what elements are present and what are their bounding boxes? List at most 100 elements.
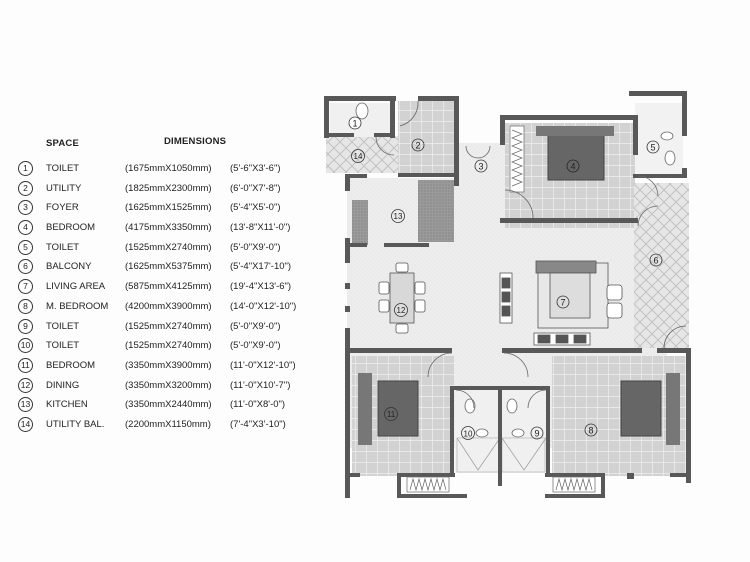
room-number-badge: 4 [18,220,33,236]
dimensions-column-header: DIMENSIONS [164,136,227,147]
room-label-3: 3 [474,159,488,173]
dimension-mm: (1525mmX2740mm) [125,241,212,253]
room-label-11: 11 [384,407,398,421]
legend-row: 3 FOYER (1625mmX1525mm) (5'-4"X5'-0") [18,199,318,219]
dimension-mm: (3350mmX2440mm) [125,399,212,411]
svg-text:14: 14 [354,152,363,161]
dimension-ft: (6'-0"X7'-8") [230,182,281,194]
room-name: UTILITY BAL. [46,418,105,430]
room-number-badge: 3 [18,200,33,216]
room-name: LIVING AREA [46,281,106,293]
room-name: TOILET [46,241,80,253]
room-number-badge: 5 [18,239,33,255]
svg-text:2: 2 [415,141,420,151]
svg-text:12: 12 [397,306,406,315]
svg-text:1: 1 [352,119,357,129]
utility-balcony-floor [326,136,398,173]
dimension-mm: (1625mmX5375mm) [125,261,212,273]
room-label-10: 10 [461,426,475,440]
room-label-6: 6 [649,253,663,267]
dimension-mm: (1525mmX2740mm) [125,340,212,352]
svg-text:9: 9 [534,429,539,439]
legend-row: 10 TOILET (1525mmX2740mm) (5'-0"X9'-0") [18,337,318,357]
dimension-mm: (1525mmX2740mm) [125,320,212,332]
room-number-badge: 6 [18,259,33,275]
dimension-ft: (5'-6"X3'-6") [230,163,281,174]
room-label-5: 5 [646,140,660,154]
bed-icon [358,126,680,445]
legend-row: 14 UTILITY BAL. (2200mmX1150mm) (7'-4"X3'-1… [18,416,318,436]
room-number-badge: 12 [18,377,33,393]
room-name: UTILITY [46,182,82,194]
dimension-mm: (4200mmX3900mm) [125,300,212,312]
room-number-badge: 1 [18,161,33,176]
svg-text:6: 6 [653,256,658,266]
dimension-ft: (13'-8"X11'-0") [230,222,291,234]
room-name: DINING [46,379,80,391]
space-column-header: SPACE [46,138,80,149]
room-name: KITCHEN [46,399,88,411]
room-label-4: 4 [566,159,580,173]
room-name: BEDROOM [46,359,96,371]
room-name: TOILET [46,320,80,332]
room-name: M. BEDROOM [46,300,109,312]
svg-text:8: 8 [588,426,593,436]
dimension-ft: (7'-4"X3'-10") [230,418,286,430]
room-name: TOILET [46,340,80,352]
sofa-set-icon [499,260,623,346]
dimension-mm: (2200mmX1150mm) [125,418,211,430]
svg-text:5: 5 [650,143,655,153]
room-label-14: 14 [351,149,365,163]
room-name: BALCONY [46,261,92,273]
room-number-badge: 8 [18,298,33,314]
room-number-badge: 14 [18,416,33,432]
dimension-ft: (14'-0"X12'-10") [230,300,297,312]
room-label-9: 9 [530,426,544,440]
dimension-ft: (5'-4"X5'-0") [230,202,281,214]
dimension-ft: (11'-0"X10'-7") [230,379,291,391]
floor-plan: 1 2 3 4 5 6 7 8 9 10 11 12 13 14 [322,88,694,503]
svg-text:4: 4 [570,162,575,172]
svg-text:11: 11 [387,410,396,419]
room-label-2: 2 [411,138,425,152]
dimension-mm: (1675mmX1050mm) [125,163,212,174]
legend-row: 5 TOILET (1525mmX2740mm) (5'-0"X9'-0") [18,239,318,259]
legend-row: 12 DINING (3350mmX3200mm) (11'-0"X10'-7") [18,377,318,397]
room-name: BEDROOM [46,222,96,234]
legend-header: SPACE DIMENSIONS [18,132,318,160]
dimension-ft: (5'-0"X9'-0") [230,340,281,352]
room-number-badge: 9 [18,318,33,334]
dimension-mm: (1825mmX2300mm) [125,182,212,194]
room-number-badge: 11 [18,357,33,373]
dimension-mm: (5875mmX4125mm) [125,281,212,293]
dimension-ft: (11'-0"X12'-10") [230,359,296,371]
room-number-badge: 7 [18,279,33,295]
legend-row: 4 BEDROOM (4175mmX3350mm) (13'-8"X11'-0") [18,219,318,239]
room-number-badge: 10 [18,338,33,354]
dimension-ft: (5'-0"X9'-0") [230,241,281,253]
room-name: TOILET [46,163,80,174]
dimension-mm: (1625mmX1525mm) [125,202,212,214]
room-number-badge: 13 [18,397,33,413]
room-name: FOYER [46,202,79,214]
svg-text:10: 10 [464,430,473,439]
room-label-12: 12 [394,303,408,317]
dimension-ft: (5'-4"X17'-10") [230,261,292,273]
legend-row: 1 TOILET (1675mmX1050mm) (5'-6"X3'-6") [18,160,318,180]
legend-row: 11 BEDROOM (3350mmX3900mm) (11'-0"X12'-10") [18,357,318,377]
dimension-mm: (3350mmX3200mm) [125,379,212,391]
dimension-ft: (5'-0"X9'-0") [230,320,281,332]
dimension-mm: (3350mmX3900mm) [125,359,212,371]
legend-row: 7 LIVING AREA (5875mmX4125mm) (19'-4"X13'-6… [18,278,318,298]
legend-row: 8 M. BEDROOM (4200mmX3900mm) (14'-0"X12'-10… [18,298,318,318]
room-label-13: 13 [391,209,405,223]
svg-text:13: 13 [394,212,403,221]
dimension-ft: (19'-4"X13'-6") [230,281,292,293]
room-label-7: 7 [556,295,570,309]
room-label-1: 1 [348,116,362,130]
dimension-mm: (4175mmX3350mm) [125,222,212,234]
